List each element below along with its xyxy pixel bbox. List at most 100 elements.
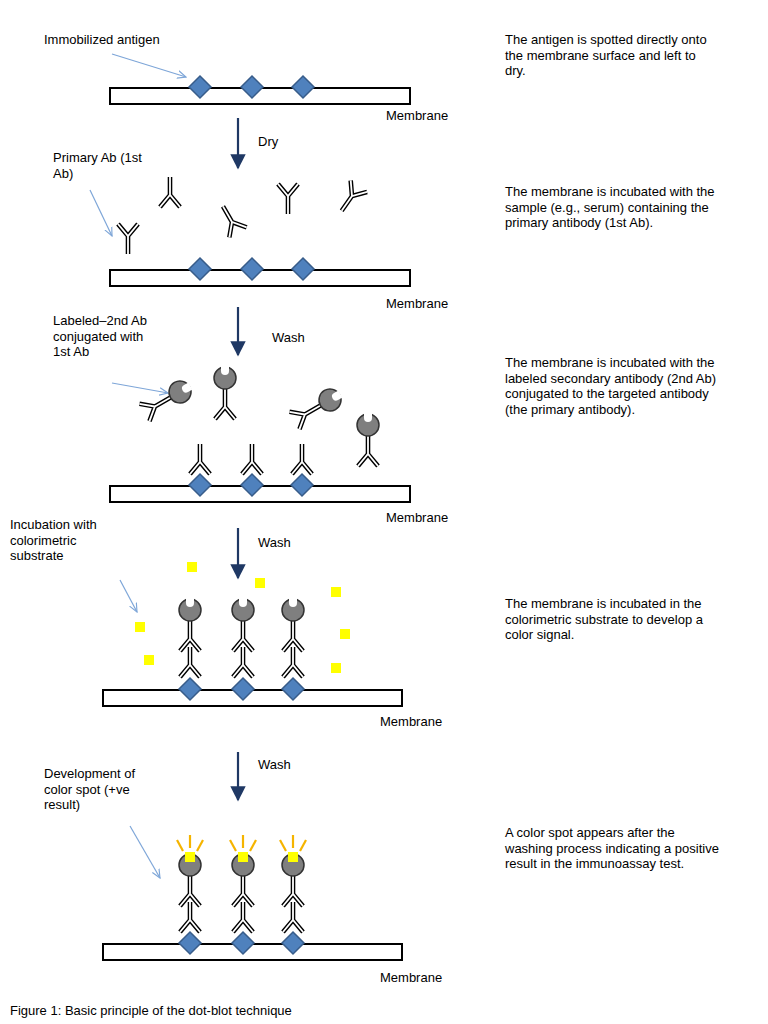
- antigen-diamond: [189, 474, 211, 496]
- membrane-label: Membrane: [380, 970, 442, 986]
- antibody: [180, 902, 200, 932]
- labeled-secondary-antibody: [289, 384, 346, 430]
- enzyme-site: [221, 366, 229, 375]
- enzyme-site: [239, 598, 247, 607]
- leader-line: [112, 54, 186, 77]
- step-description: The membrane is incubated with the sampl…: [505, 184, 720, 231]
- step-arrow: [237, 307, 239, 355]
- antibody: [283, 647, 303, 677]
- callout-label: Primary Ab (1st Ab): [53, 150, 153, 181]
- enzyme-site: [289, 853, 297, 862]
- membrane-strip: [103, 944, 402, 960]
- enzyme-label: [282, 599, 304, 621]
- substrate-square: [331, 663, 341, 673]
- step-description: The membrane is incubated in the colorim…: [505, 596, 720, 643]
- enzyme-label: [357, 414, 379, 436]
- callout-label: Labeled–2nd Ab conjugated with 1st Ab: [53, 313, 148, 360]
- enzyme-site: [289, 598, 297, 607]
- callout-label: Development of color spot (+ve result): [44, 766, 159, 813]
- leader-line: [130, 826, 160, 878]
- antibody: [358, 436, 378, 466]
- leader-line: [112, 383, 168, 393]
- color-ray: [250, 840, 256, 851]
- color-ray: [177, 840, 183, 851]
- antigen-diamond: [189, 258, 211, 280]
- step-label: Wash: [272, 330, 305, 346]
- antibody: [214, 201, 246, 237]
- antigen-diamond: [232, 932, 254, 954]
- antibody: [292, 444, 312, 474]
- antigen-diamond: [292, 258, 314, 280]
- antigen-diamond: [232, 678, 254, 700]
- antibody: [283, 876, 303, 906]
- callout-label: Immobilized antigen: [44, 32, 160, 48]
- enzyme-site: [181, 383, 193, 394]
- antibody: [283, 902, 303, 932]
- labeled-secondary-antibody: [139, 376, 196, 422]
- leader-line: [90, 190, 112, 236]
- substrate-product: [185, 852, 195, 862]
- substrate-square: [135, 622, 145, 632]
- substrate-square: [187, 562, 197, 572]
- antibody: [333, 180, 367, 216]
- membrane-label: Membrane: [386, 296, 448, 312]
- enzyme-site: [186, 853, 194, 862]
- labeled-secondary-antibody: [214, 366, 236, 419]
- color-ray: [197, 840, 203, 851]
- step-description: The membrane is incubated with the label…: [505, 355, 720, 417]
- color-ray: [300, 840, 306, 851]
- step-label: Wash: [258, 757, 291, 773]
- antibody: [233, 647, 253, 677]
- step-label: Dry: [258, 134, 278, 150]
- membrane-label: Membrane: [386, 108, 448, 124]
- step-description: The antigen is spotted directly onto the…: [505, 32, 720, 79]
- enzyme-label: [315, 385, 345, 415]
- enzyme-site: [364, 413, 372, 422]
- enzyme-label: [232, 599, 254, 621]
- antigen-diamond: [282, 932, 304, 954]
- step-label: Wash: [258, 535, 291, 551]
- membrane-label: Membrane: [386, 510, 448, 526]
- substrate-square: [331, 587, 341, 597]
- color-ray: [292, 835, 294, 848]
- color-ray: [189, 835, 191, 848]
- enzyme-label: [165, 377, 195, 407]
- antigen-diamond: [282, 678, 304, 700]
- enzyme-label: [179, 599, 201, 621]
- antibody: [233, 876, 253, 906]
- enzyme-label: [214, 367, 236, 389]
- substrate-product: [238, 852, 248, 862]
- step-description: A color spot appears after the washing p…: [505, 825, 720, 872]
- antibody: [190, 444, 210, 474]
- antigen-diamond: [179, 932, 201, 954]
- antibody: [215, 389, 235, 419]
- antibody: [160, 177, 180, 207]
- antigen-diamond: [241, 474, 263, 496]
- step-arrow: [237, 752, 239, 800]
- step-arrow: [237, 118, 239, 168]
- substrate-product: [288, 852, 298, 862]
- substrate-square: [255, 578, 265, 588]
- antibody: [180, 647, 200, 677]
- enzyme-site: [331, 391, 343, 402]
- antibody: [180, 621, 200, 651]
- antibody: [278, 184, 298, 214]
- antibody: [118, 224, 138, 254]
- antibody: [233, 902, 253, 932]
- substrate-square: [340, 629, 350, 639]
- labeled-secondary-antibody: [357, 413, 379, 466]
- antibody: [233, 621, 253, 651]
- membrane-label: Membrane: [380, 714, 442, 730]
- antibody: [283, 621, 303, 651]
- substrate-square: [144, 655, 154, 665]
- enzyme-site: [186, 598, 194, 607]
- color-ray: [230, 840, 236, 851]
- membrane-strip: [103, 690, 402, 706]
- color-ray: [280, 840, 286, 851]
- antibody: [242, 444, 262, 474]
- antigen-diamond: [241, 76, 263, 98]
- antibody: [180, 876, 200, 906]
- callout-label: Incubation with colorimetric substrate: [10, 517, 115, 564]
- antigen-diamond: [179, 678, 201, 700]
